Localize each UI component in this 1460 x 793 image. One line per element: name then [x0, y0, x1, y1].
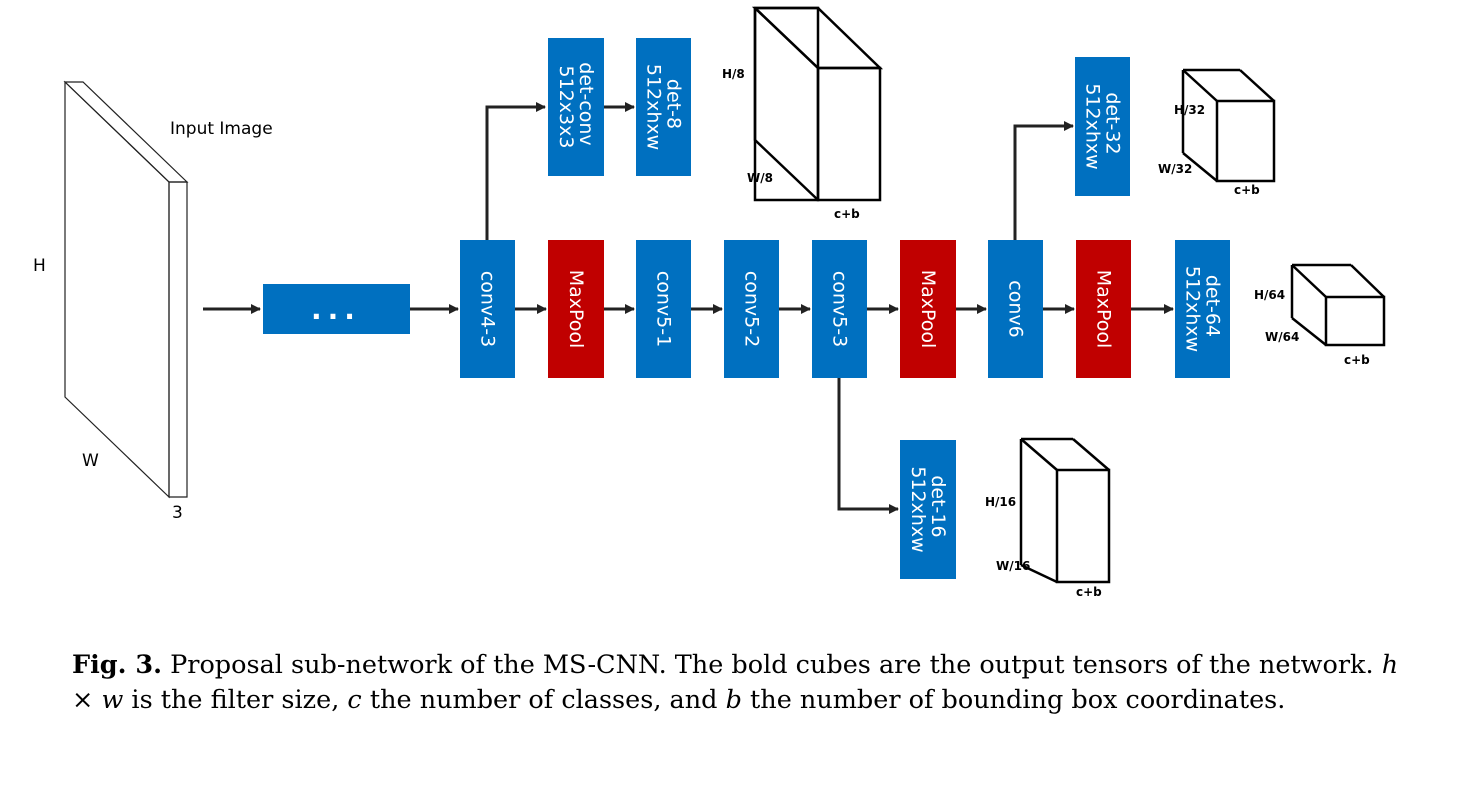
svg-text:det-conv 512x3x3: det-conv 512x3x3 [555, 62, 597, 151]
caption-text-1: Proposal sub-network of the MS-CNN. The … [162, 650, 1382, 680]
input-height-label: H [33, 256, 46, 276]
block-conv6-label: conv6 [1005, 280, 1027, 337]
cube-16-width-label: W/16 [996, 559, 1030, 573]
input-depth-label: 3 [172, 503, 183, 523]
figure-caption: Fig. 3. Proposal sub-network of the MS-C… [72, 648, 1412, 718]
block-conv5-2-label: conv5-2 [741, 271, 763, 347]
input-image-slab [63, 80, 189, 499]
cube-16-height-label: H/16 [985, 495, 1016, 509]
cube-64-depth-label: c+b [1344, 353, 1370, 367]
block-maxpool-1-label: MaxPool [565, 270, 587, 349]
output-cube-64 [1290, 263, 1386, 347]
output-cube-32 [1181, 68, 1276, 183]
input-image-label: Input Image [170, 119, 273, 139]
block-det-8-line1: det-8 [663, 79, 685, 129]
block-conv5-1-label: conv5-1 [653, 271, 675, 347]
block-det-32-line1: det-32 [1102, 92, 1124, 154]
block-maxpool-3: MaxPool [1076, 240, 1131, 378]
svg-text:det-8 512xhxw: det-8 512xhxw [643, 64, 685, 150]
network-diagram: Input Image H W 3 ... conv4-3 MaxPool co… [33, 6, 1386, 599]
block-det-64-line1: det-64 [1202, 275, 1224, 337]
caption-math-b: b [725, 685, 742, 715]
output-cube-8 [751, 6, 884, 202]
block-det-32: det-32 512xhxw [1075, 57, 1130, 196]
block-maxpool-3-label: MaxPool [1093, 270, 1115, 349]
block-conv5-3-label: conv5-3 [829, 271, 851, 347]
caption-text-2: is the filter size, [123, 685, 348, 715]
block-conv4-3-label: conv4-3 [477, 271, 499, 347]
block-det-conv-line2: 512x3x3 [555, 66, 577, 149]
block-det-conv: det-conv 512x3x3 [548, 38, 604, 176]
ellipsis-block [263, 284, 410, 334]
block-det-8-line2: 512xhxw [643, 64, 665, 150]
caption-text-3: the number of classes, and [361, 685, 726, 715]
caption-math-c: c [347, 685, 362, 715]
caption-text-4: the number of bounding box coordinates. [741, 685, 1286, 715]
cube-16-depth-label: c+b [1076, 585, 1102, 599]
svg-text:det-64 512xhxw: det-64 512xhxw [1182, 266, 1224, 352]
cube-32-height-label: H/32 [1174, 103, 1205, 117]
input-width-label: W [82, 451, 99, 471]
cube-8-height-label: H/8 [722, 67, 745, 81]
block-det-16-line2: 512xhxw [907, 466, 929, 552]
ellipsis-text: ... [311, 293, 361, 326]
block-conv5-1: conv5-1 [636, 240, 691, 378]
connections [203, 102, 1174, 514]
block-det-16: det-16 512xhxw [900, 440, 956, 579]
caption-times: × [72, 685, 102, 715]
block-conv5-2: conv5-2 [724, 240, 779, 378]
svg-text:det-16 512xhxw: det-16 512xhxw [907, 466, 949, 552]
block-det-64: det-64 512xhxw [1175, 240, 1230, 378]
block-det-8: det-8 512xhxw [636, 38, 691, 176]
block-maxpool-2-label: MaxPool [917, 270, 939, 349]
block-det-conv-line1: det-conv [575, 62, 597, 145]
cube-32-width-label: W/32 [1158, 162, 1192, 176]
cube-64-height-label: H/64 [1254, 288, 1285, 302]
arrow-conv6-to-det-32 [1013, 121, 1074, 240]
block-conv6: conv6 [988, 240, 1043, 378]
block-det-32-line2: 512xhxw [1082, 83, 1104, 169]
svg-text:det-32 512xhxw: det-32 512xhxw [1082, 83, 1124, 169]
figure-number: Fig. 3. [72, 650, 162, 680]
caption-math-h: h [1381, 650, 1399, 680]
caption-math-w: w [101, 685, 124, 715]
cube-64-width-label: W/64 [1265, 330, 1299, 344]
cube-8-depth-label: c+b [834, 207, 860, 221]
arrow-conv5-3-to-det-16 [837, 378, 899, 514]
output-cube-16 [1019, 437, 1111, 584]
block-maxpool-2: MaxPool [900, 240, 956, 378]
block-maxpool-1: MaxPool [548, 240, 604, 378]
block-conv4-3: conv4-3 [460, 240, 515, 378]
block-det-64-line2: 512xhxw [1182, 266, 1204, 352]
arrow-conv4-3-to-det-conv [485, 102, 546, 240]
block-conv5-3: conv5-3 [812, 240, 867, 378]
cube-32-depth-label: c+b [1234, 183, 1260, 197]
block-det-16-line1: det-16 [927, 475, 949, 537]
cube-8-width-label: W/8 [747, 171, 773, 185]
